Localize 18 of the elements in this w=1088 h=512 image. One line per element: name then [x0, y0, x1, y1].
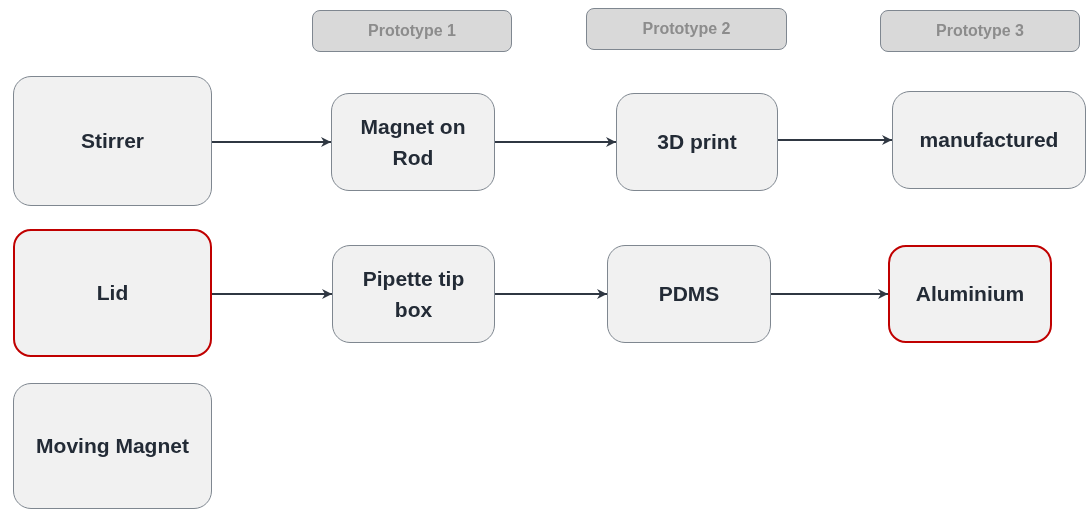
arrow [770, 289, 889, 299]
process-box: manufactured [892, 91, 1086, 189]
process-box: Aluminium [888, 245, 1052, 343]
arrow [494, 137, 617, 147]
stage-header: Prototype 2 [586, 8, 787, 50]
arrow [211, 289, 333, 299]
arrow [494, 289, 608, 299]
process-box: Pipette tip box [332, 245, 495, 343]
process-box: Moving Magnet [13, 383, 212, 509]
process-box: PDMS [607, 245, 771, 343]
stage-header: Prototype 3 [880, 10, 1080, 52]
process-box: Magnet on Rod [331, 93, 495, 191]
arrow [211, 137, 332, 147]
stage-header: Prototype 1 [312, 10, 512, 52]
process-box: Stirrer [13, 76, 212, 206]
process-box: 3D print [616, 93, 778, 191]
process-box: Lid [13, 229, 212, 357]
arrow [777, 135, 893, 145]
